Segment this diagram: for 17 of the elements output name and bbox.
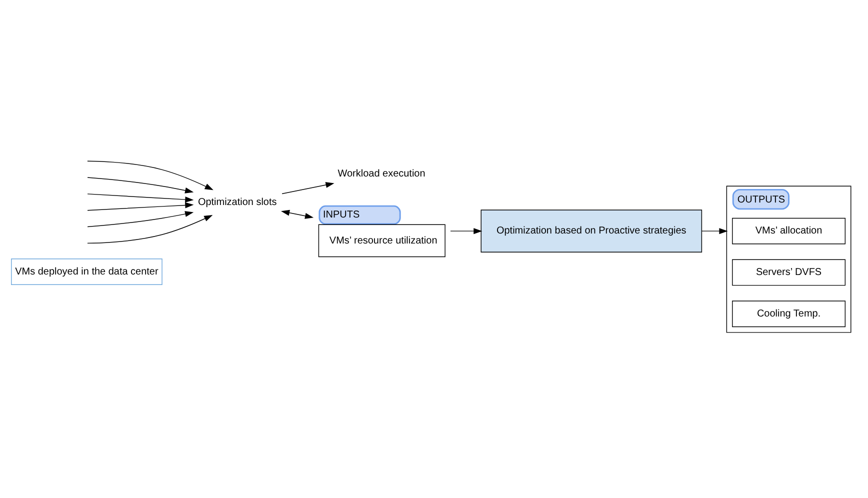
- arrow: [282, 182, 334, 194]
- node-box: Servers’ DVFS: [732, 258, 846, 286]
- node-box: VMs deployed in the data center: [11, 258, 162, 284]
- arrow: [701, 228, 728, 234]
- arrow: [87, 193, 194, 208]
- node-text: Workload execution: [338, 168, 426, 180]
- arrow: [450, 228, 482, 234]
- node-box: VMs’ allocation: [732, 217, 846, 244]
- arrow: [87, 214, 213, 244]
- node-box: Optimization based on Proactive strategies: [480, 209, 702, 252]
- node-box: Cooling Temp.: [732, 300, 846, 327]
- arrow: [280, 209, 314, 218]
- arrow: [87, 210, 194, 227]
- arrow: [87, 176, 194, 193]
- arrow: [87, 160, 214, 190]
- arrow: [87, 196, 194, 210]
- node-text: Optimization slots: [198, 196, 277, 208]
